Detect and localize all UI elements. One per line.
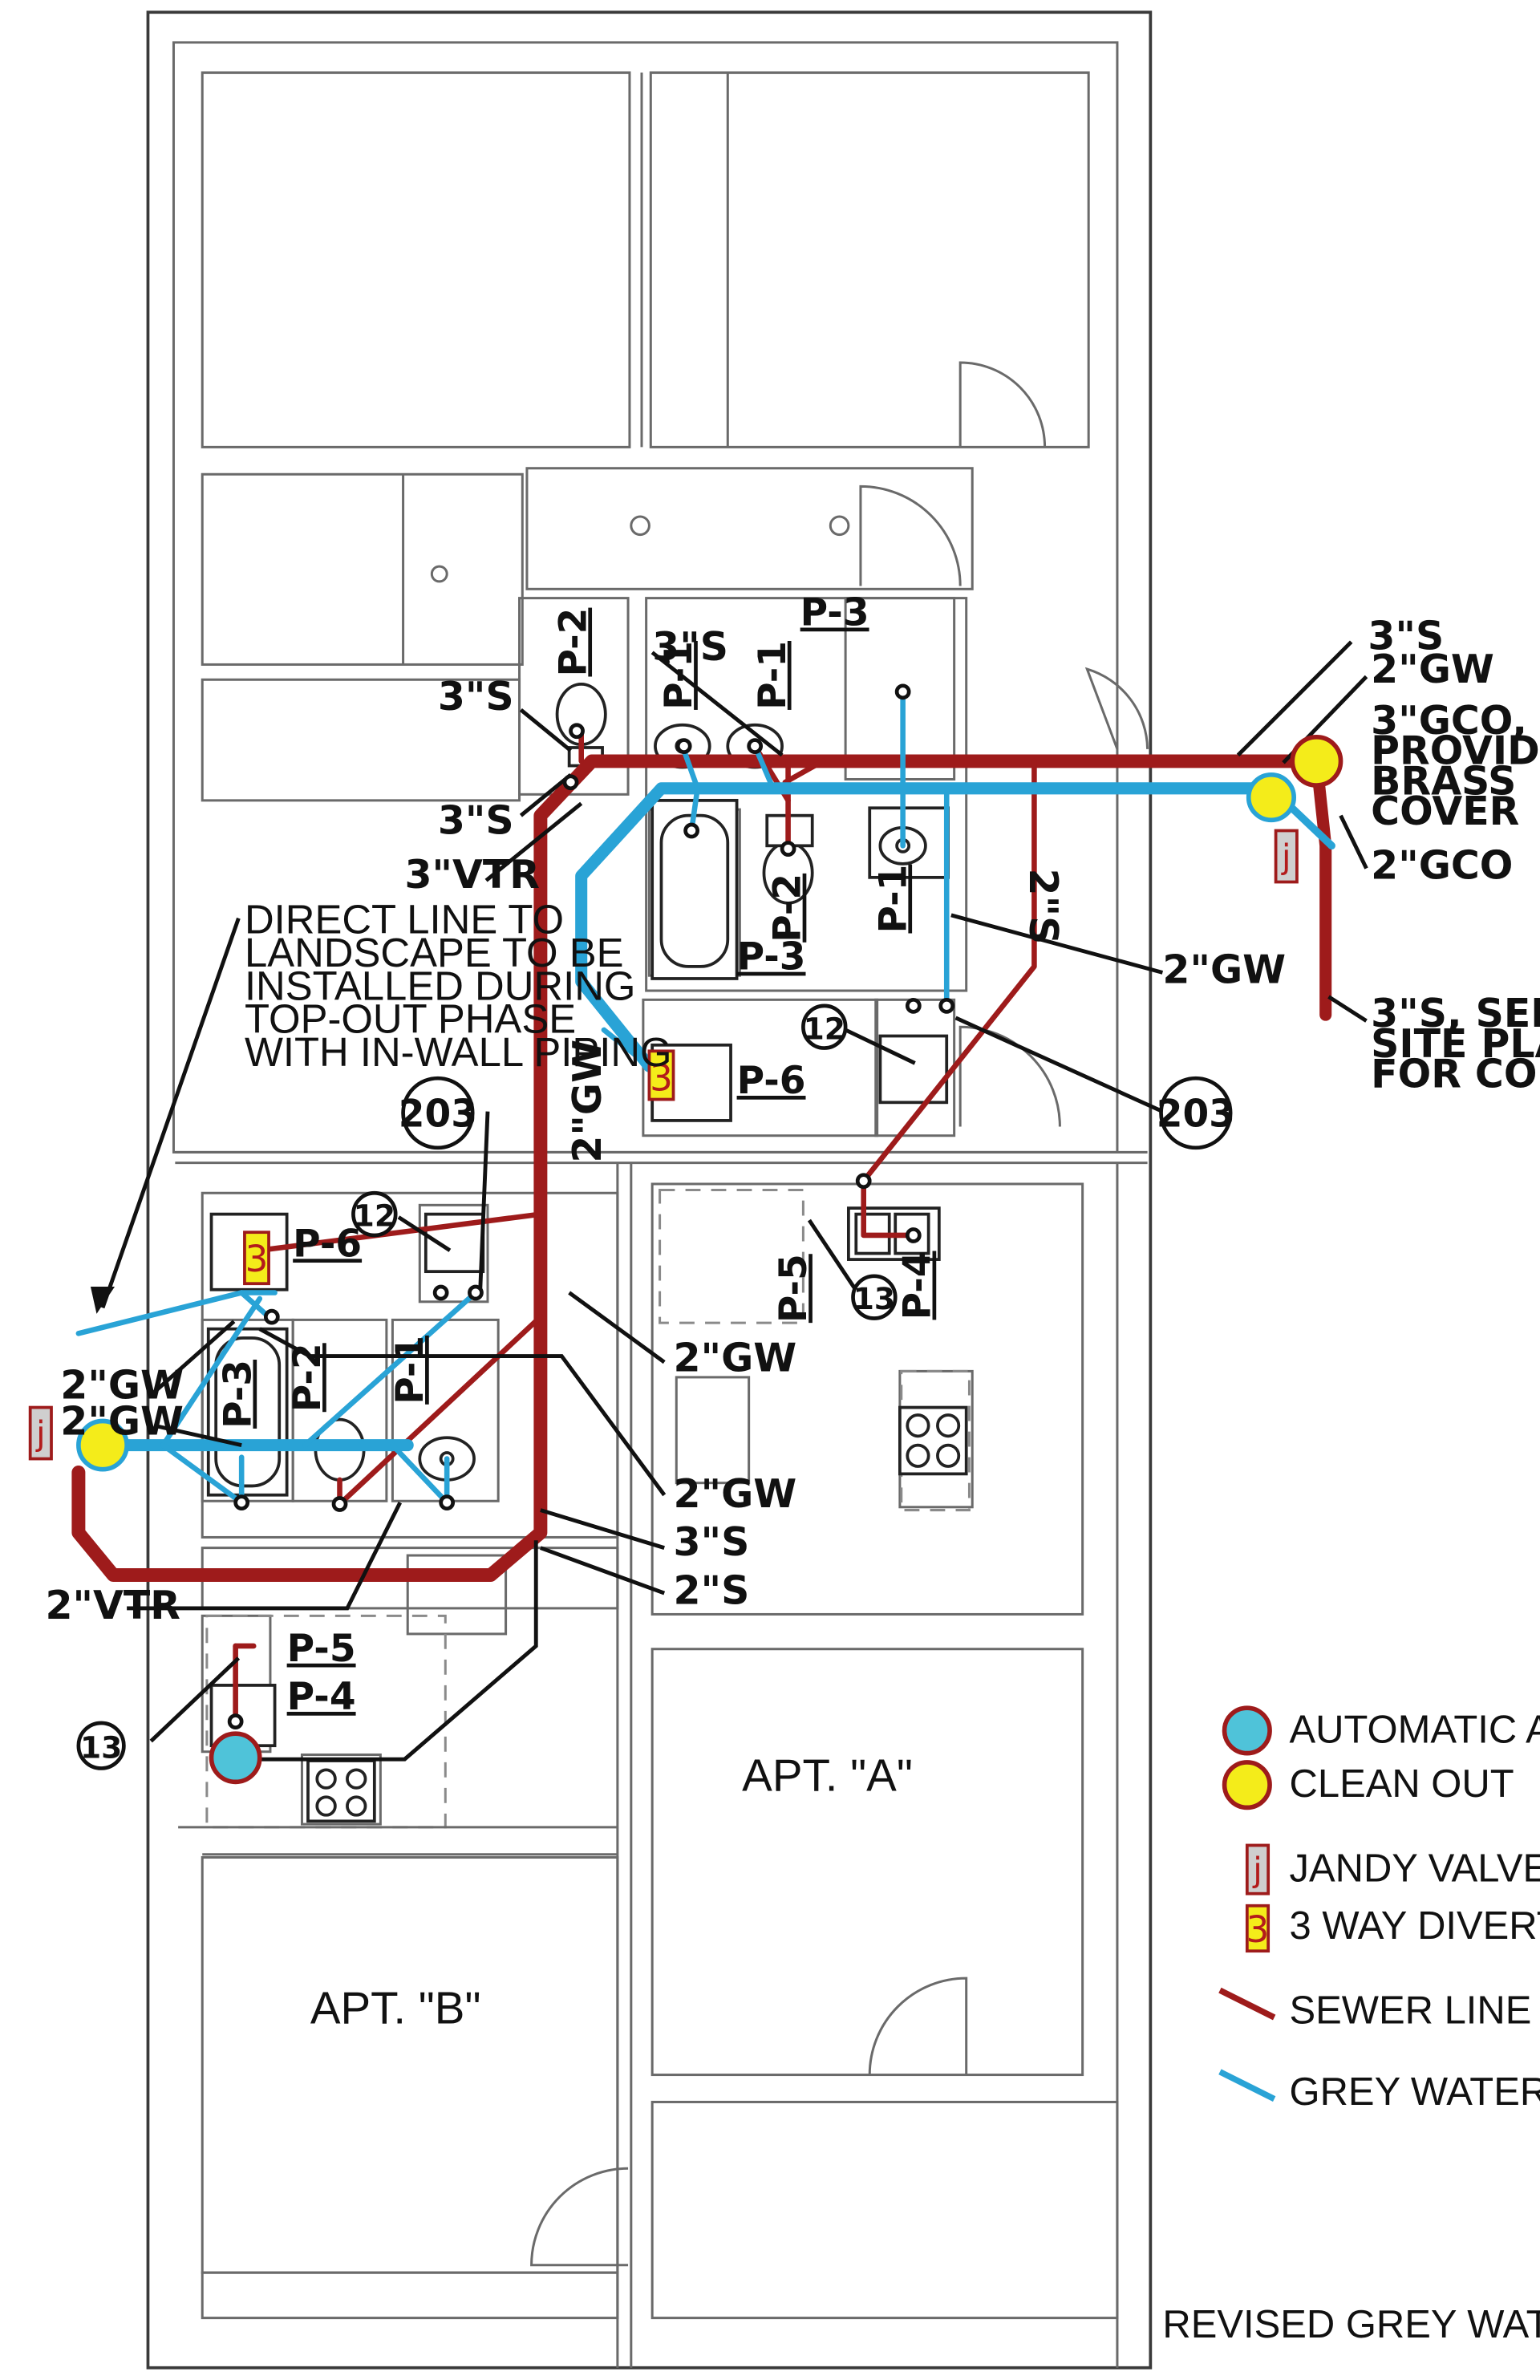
note-line-1: DIRECT LINE TO: [245, 897, 564, 943]
floor-plan-walls: [146, 10, 1153, 2370]
plan-symbols: j j 3 3: [28, 683, 1343, 1785]
bubble-203-left-circle: [401, 1076, 475, 1150]
label-2gw-left: 2"GW: [60, 1362, 184, 1408]
clean-out-west: [76, 1418, 129, 1472]
tag-p4-a: P-4: [896, 1251, 940, 1320]
tag-p3-c: P-3: [216, 1360, 260, 1429]
label-see-2: SITE PLANS: [1371, 1021, 1540, 1067]
tag-p3-b: P-3: [737, 935, 806, 979]
label-2gw-b2: 2"GW: [674, 1471, 797, 1517]
jandy-valve-east: [1274, 829, 1299, 884]
label-2s-vert: 2"S: [1020, 869, 1066, 945]
tag-p2-c: P-2: [286, 1343, 330, 1412]
label-gco-1: 3"GCO,: [1371, 698, 1527, 744]
air-vent-apt-b: [209, 1731, 262, 1785]
label-gco-3: BRASS: [1371, 758, 1516, 804]
label-2s-b4: 2"S: [674, 1567, 750, 1613]
label-2gw-top: 2"GW: [1371, 647, 1494, 692]
note-line-2: LANDSCAPE TO BE: [245, 930, 624, 975]
legend-grey-swatch: [1218, 2069, 1276, 2102]
legend-jandy-glyph: j: [1252, 1851, 1262, 1890]
label-3s-a: 3"S: [438, 674, 514, 720]
label-3s-b: 3"S: [438, 797, 514, 843]
bubble-13-left: 13: [80, 1729, 122, 1765]
room-apt-b: APT. "B": [310, 1983, 481, 2033]
pipe-labels: 3"S 2"GW 3"GCO, PROVIDE BRASS COVER 2"GC…: [45, 614, 1540, 1628]
diverter-upper-glyph: 3: [650, 1056, 673, 1099]
note-line-4: TOP-OUT PHASE: [245, 996, 576, 1042]
legend-clean-out: CLEAN OUT: [1290, 1762, 1514, 1806]
tag-p1-a: P-1: [657, 641, 701, 710]
label-2gw-vert: 2"GW: [565, 1040, 610, 1163]
jandy-valve-west: [28, 1405, 53, 1461]
note-arrowhead: [90, 1286, 116, 1314]
tag-p5-b: P-5: [287, 1627, 356, 1671]
legend-air-vent: AUTOMATIC AIR VENT: [1290, 1708, 1540, 1751]
legend-clean-out-icon: [1222, 1760, 1272, 1810]
tag-p2-a: P-2: [551, 608, 595, 677]
fixture-tags: P-2 P-1 P-1 P-3 P-2 P-3 P-1 P-6 P-6 P-3 …: [216, 591, 939, 1720]
bubble-12-top: 12: [804, 1011, 845, 1046]
clean-out-east: [1290, 734, 1343, 788]
legend-diverter-glyph: 3: [1246, 1908, 1270, 1951]
reference-bubbles: 203 203 12 12 13 13: [76, 1003, 1235, 1770]
diverter-lower-glyph: 3: [245, 1238, 269, 1280]
legend-jandy: JANDY VALVE: [1290, 1847, 1540, 1891]
landscape-note: DIRECT LINE TO LANDSCAPE TO BE INSTALLED…: [245, 897, 672, 1076]
label-2gw-mid: 2"GW: [1162, 947, 1286, 993]
label-2gw-left2: 2"GW: [60, 1398, 184, 1444]
label-3s-c: 3"S: [652, 624, 728, 670]
jandy-valve-east-glyph: j: [1281, 838, 1291, 877]
sewer-main-top: [71, 754, 1323, 1582]
label-gco-4: COVER: [1371, 789, 1519, 834]
jandy-valve-west-glyph: j: [35, 1415, 46, 1454]
legend-jandy-icon: [1245, 1843, 1270, 1895]
bubble-12-left: 12: [354, 1198, 395, 1234]
legend: AUTOMATIC AIR VENT CLEAN OUT j JANDY VAL…: [1218, 1705, 1540, 2114]
tag-p5-a: P-5: [772, 1254, 816, 1323]
room-apt-a: APT. "A": [742, 1750, 913, 1801]
diverter-lower: [243, 1231, 270, 1286]
tag-p2-b: P-2: [766, 874, 810, 943]
bubble-203-left: 203: [399, 1092, 477, 1136]
bubble-13-right: 13: [853, 1281, 895, 1316]
legend-air-vent-icon: [1222, 1705, 1272, 1756]
label-see-1: 3"S, SEE: [1371, 991, 1540, 1036]
note-line-5: WITH IN-WALL PIPING: [245, 1029, 672, 1075]
note-line-3: INSTALLED DURING: [245, 963, 636, 1008]
tag-p4-b: P-4: [287, 1675, 356, 1719]
legend-sewer-swatch: [1218, 1987, 1276, 2021]
label-2gco: 2"GCO: [1371, 843, 1513, 889]
label-gco-2: PROVIDE: [1371, 728, 1540, 774]
grey-main-top: [575, 782, 1278, 1072]
tag-p1-d: P-1: [388, 1336, 432, 1405]
diverter-upper: [647, 1049, 675, 1101]
bubble-203-right-circle: [1159, 1076, 1233, 1150]
legend-grey: GREY WATER: [1290, 2070, 1540, 2114]
label-see-3: FOR CONT.: [1371, 1052, 1540, 1097]
diagram-title: REVISED GREY WATER DIAGRAM: [1162, 2303, 1540, 2346]
leader-lines: [90, 640, 1368, 1762]
tag-p3-a: P-3: [800, 591, 869, 635]
clean-out-east-grey: [1246, 772, 1296, 823]
tag-p6-a: P-6: [737, 1059, 806, 1103]
bubble-203-right: 203: [1157, 1092, 1235, 1136]
label-2vtr: 2"VTR: [45, 1583, 180, 1628]
tag-p1-b: P-1: [751, 641, 795, 710]
legend-diverter-icon: [1245, 1904, 1270, 1953]
label-3s-top: 3"S: [1368, 614, 1444, 659]
label-3s-b3: 3"S: [674, 1519, 750, 1565]
label-2gw-b1: 2"GW: [674, 1335, 797, 1381]
tag-p1-c: P-1: [871, 865, 915, 934]
legend-sewer: SEWER LINE: [1290, 1989, 1532, 2033]
legend-diverter: 3 WAY DIVERTER: [1290, 1904, 1540, 1948]
label-3vtr: 3"VTR: [404, 852, 540, 898]
tag-p6-b: P-6: [293, 1222, 362, 1266]
grey-water-lines: [75, 689, 1335, 1506]
sewer-riser-east: [1310, 755, 1332, 1021]
